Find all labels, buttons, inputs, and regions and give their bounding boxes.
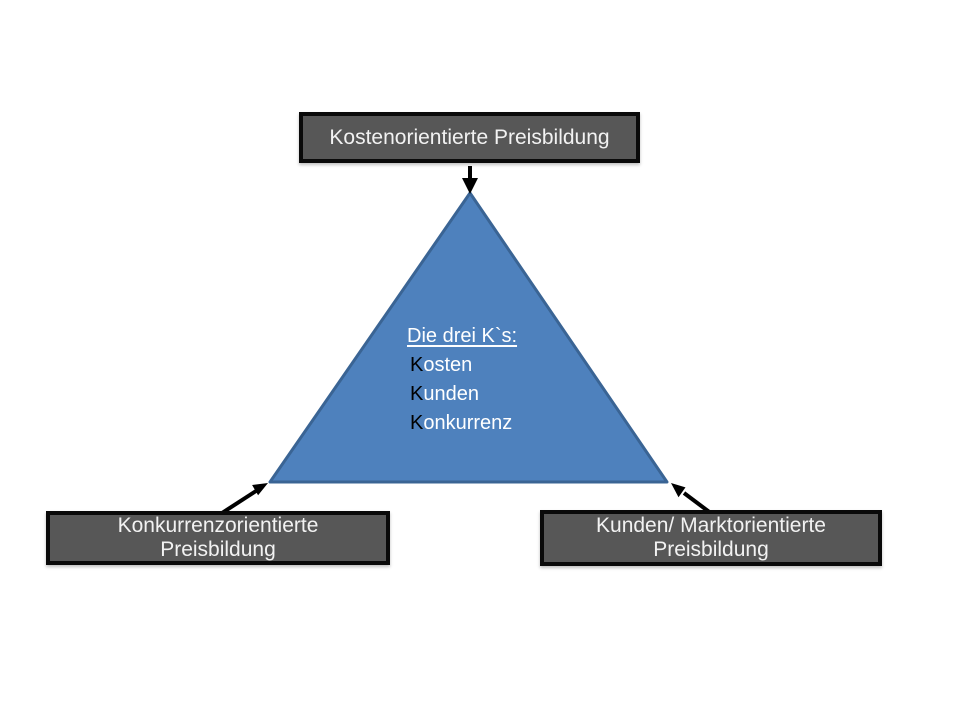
arrow-bottom-left xyxy=(220,483,268,515)
triangle-item-kosten: Kosten xyxy=(407,351,517,380)
box-kunden-marktorientierte-line2: Preisbildung xyxy=(653,538,769,561)
box-kunden-marktorientierte-line1: Kunden/ Marktorientierte xyxy=(596,514,826,537)
triangle-text-block: Die drei K`s: Kosten Kunden Konkurrenz xyxy=(407,322,517,438)
triangle-heading: Die drei K`s: xyxy=(407,325,518,347)
arrow-top xyxy=(462,166,478,194)
kunden-rest: unden xyxy=(423,383,479,405)
konkurrenz-initial: K xyxy=(410,412,424,434)
box-konkurrenzorientierte-line1: Konkurrenzorientierte xyxy=(117,514,319,537)
triangle-item-kunden: Kunden xyxy=(407,380,517,409)
triangle-item-konkurrenz: Konkurrenz xyxy=(407,409,517,438)
triangle-shape xyxy=(268,191,669,484)
kosten-rest: osten xyxy=(423,354,473,376)
kosten-initial: K xyxy=(410,354,424,376)
box-kostenorientierte-label: Kostenorientierte Preisbildung xyxy=(329,125,610,149)
box-kostenorientierte: Kostenorientierte Preisbildung xyxy=(299,112,640,163)
box-konkurrenzorientierte-line2: Preisbildung xyxy=(160,538,276,561)
kunden-initial: K xyxy=(410,383,424,405)
box-kunden-marktorientierte: Kunden/ Marktorientierte Preisbildung xyxy=(540,510,882,566)
box-konkurrenzorientierte: Konkurrenzorientierte Preisbildung xyxy=(46,511,390,565)
konkurrenz-rest: onkurrenz xyxy=(423,412,513,434)
